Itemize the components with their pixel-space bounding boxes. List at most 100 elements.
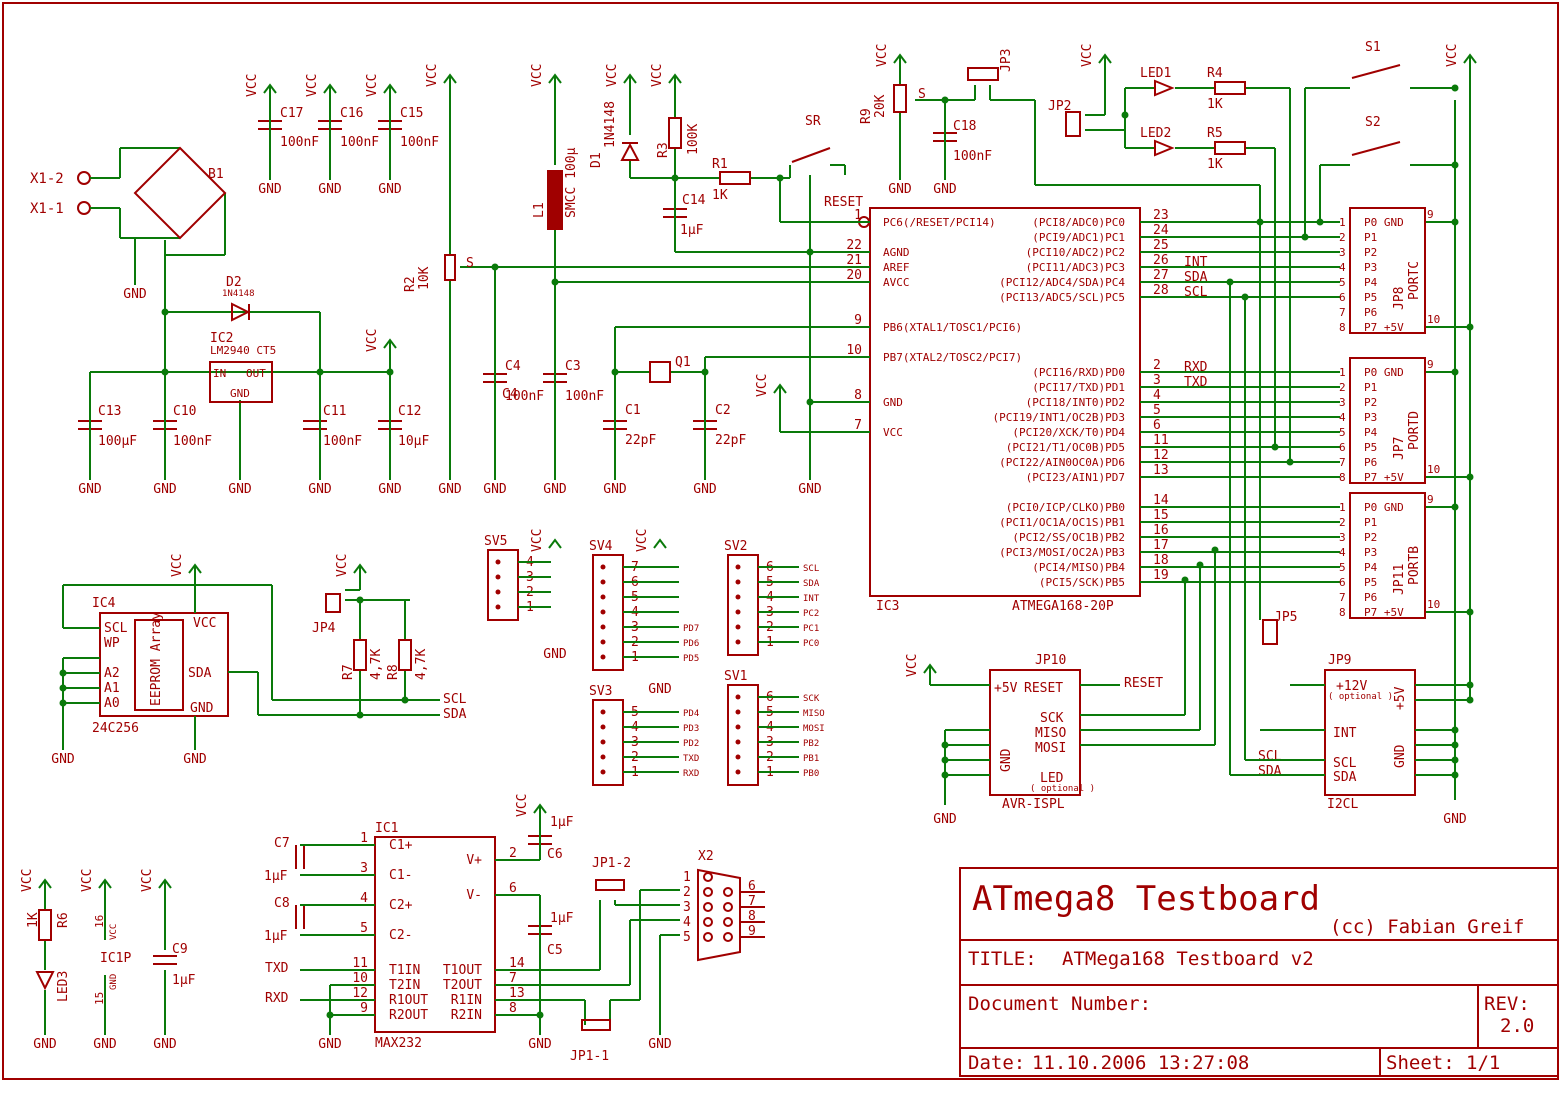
- port-pin-number: 7: [1339, 456, 1346, 469]
- port-pin-label: P5: [1364, 576, 1377, 589]
- mcu-left-pin-label: VCC: [883, 426, 903, 439]
- port-pin-label: P4: [1364, 276, 1378, 289]
- port-pin-label: P3: [1364, 261, 1377, 274]
- scl-net-eeprom: SCL: [443, 692, 467, 707]
- mcu-right-pin-label: (PCI1/OC1A/OC1S)PB1: [999, 516, 1125, 529]
- x2-pin-number: 9: [748, 924, 756, 939]
- ic4-a1-pin: A1: [104, 681, 120, 696]
- gnd-label: GND: [378, 482, 402, 497]
- reset-switch-sr[interactable]: [791, 147, 831, 163]
- port-pin-label: P6: [1364, 456, 1377, 469]
- port-pin-label: P4: [1364, 426, 1378, 439]
- ic4-a2-pin: A2: [104, 666, 120, 681]
- port-pin-number: 8: [1339, 321, 1346, 334]
- vcc-label: VCC: [530, 529, 545, 552]
- r9-wiper-label: S: [918, 87, 926, 102]
- jumper-jp3[interactable]: [967, 67, 999, 81]
- title-block: ATmega8 Testboard (cc) Fabian Greif TITL…: [959, 867, 1559, 1077]
- mcu-right-pin-label: (PCI9/ADC1)PC1: [1032, 231, 1125, 244]
- switch-s1[interactable]: [1351, 64, 1401, 79]
- ic2-label: IC2: [210, 331, 233, 346]
- c18-label: C18: [953, 119, 976, 134]
- mcu-right-pin-number: 15: [1153, 508, 1169, 523]
- mcu-right-pin-label: (PCI20/XCK/T0)PD4: [1012, 426, 1125, 439]
- jp1-1-label: JP1-1: [570, 1049, 609, 1064]
- mcu-left-pin-number: 1: [854, 208, 862, 223]
- c16-label: C16: [340, 106, 363, 121]
- mcu-right-pin-label: (PCI16/RXD)PD0: [1032, 366, 1125, 379]
- port-pin-label: P1: [1364, 516, 1377, 529]
- gnd-label: GND: [933, 812, 957, 827]
- ic4-wp-pin: WP: [104, 636, 120, 651]
- x2-pin-number: 1: [683, 870, 691, 885]
- x1-2-terminal[interactable]: [77, 171, 91, 185]
- resistor-r1: [719, 171, 751, 185]
- jp9-12v: +12V: [1336, 679, 1367, 694]
- ic4-value: 24C256: [92, 721, 139, 736]
- port-pin-number: 3: [1339, 531, 1346, 544]
- port-pin-number-right: 9: [1427, 358, 1434, 371]
- mcu-right-pin-number: 27: [1153, 268, 1169, 283]
- mcu-left-pin-number: 20: [846, 268, 862, 283]
- gnd-label: GND: [318, 182, 342, 197]
- port-pin-label: P7 +5V: [1364, 321, 1404, 334]
- header-signal-label: PD3: [683, 724, 699, 734]
- mcu-right-pin-number: 16: [1153, 523, 1169, 538]
- ic2-value: LM2940 CT5: [210, 344, 276, 357]
- jp9-sda-net: SDA: [1258, 764, 1282, 779]
- mcu-value: ATMEGA168-20P: [1012, 599, 1114, 614]
- ic4-scl-pin: SCL: [104, 621, 128, 636]
- header-signal-label: PC1: [803, 624, 819, 634]
- header-signal-label: PD6: [683, 639, 699, 649]
- jumper-jp1-1[interactable]: [581, 1019, 611, 1031]
- switch-s2[interactable]: [1351, 141, 1401, 156]
- jumper-jp4[interactable]: [325, 593, 341, 613]
- c13-value: 100µF: [98, 434, 137, 449]
- header-pin: [600, 754, 606, 760]
- header-pin: [495, 574, 501, 580]
- jp10-sck: SCK: [1040, 711, 1064, 726]
- jp9-gnd: GND: [1393, 744, 1408, 768]
- c17-value: 100nF: [280, 135, 319, 150]
- port-header-name: JP8: [1392, 287, 1407, 310]
- r8-value: 4,7K: [414, 649, 429, 680]
- mcu-right-pin-number: 14: [1153, 493, 1169, 508]
- c3-value: 100nF: [565, 389, 604, 404]
- port-pin-number: 5: [1339, 276, 1346, 289]
- port-pin-number: 1: [1339, 366, 1346, 379]
- jumper-jp5[interactable]: [1262, 619, 1278, 645]
- port-pin-number: 5: [1339, 561, 1346, 574]
- c7-value: 1µF: [264, 869, 288, 884]
- c15-value: 100nF: [400, 135, 439, 150]
- mcu-right-pin-label: (PCI21/T1/OC0B)PD5: [1006, 441, 1125, 454]
- x1-1-terminal[interactable]: [77, 201, 91, 215]
- l1-label: L1: [532, 202, 547, 218]
- max232-right-pin-label: R2IN: [451, 1008, 482, 1023]
- max232-right-pin-number: 2: [509, 846, 517, 861]
- jp10-reset: RESET: [1024, 681, 1063, 696]
- pin-header-box: [727, 684, 759, 786]
- ic1p-pin15: 15: [93, 992, 106, 1005]
- mcu-right-pin-number: 26: [1153, 253, 1169, 268]
- d2-label: D2: [226, 275, 242, 290]
- max232-right-pin-label: V+: [466, 853, 482, 868]
- vcc-label: VCC: [605, 64, 620, 87]
- header-pin: [600, 564, 606, 570]
- jp10-miso: MISO: [1035, 726, 1066, 741]
- jp9-value: I2CL: [1327, 797, 1358, 812]
- jumper-jp2[interactable]: [1065, 111, 1081, 137]
- jumper-jp1-2[interactable]: [595, 879, 625, 891]
- header-pin: [735, 624, 741, 630]
- mcu-right-pin-label: (PCI12/ADC4/SDA)PC4: [999, 276, 1125, 289]
- c1-value: 22pF: [625, 433, 656, 448]
- power-section: X1-2 X1-1 B1 IC2 LM2940 CT5 IN OUT GND D…: [30, 85, 439, 480]
- c7-label: C7: [274, 836, 290, 851]
- jp3-label: JP3: [999, 49, 1014, 72]
- r8-label: R8: [386, 664, 401, 680]
- port-pin-label: P0 GND: [1364, 366, 1404, 379]
- header-signal-label: PD4: [683, 709, 699, 719]
- mcu-left-pin-label: GND: [883, 396, 903, 409]
- jp10-label: JP10: [1035, 653, 1066, 668]
